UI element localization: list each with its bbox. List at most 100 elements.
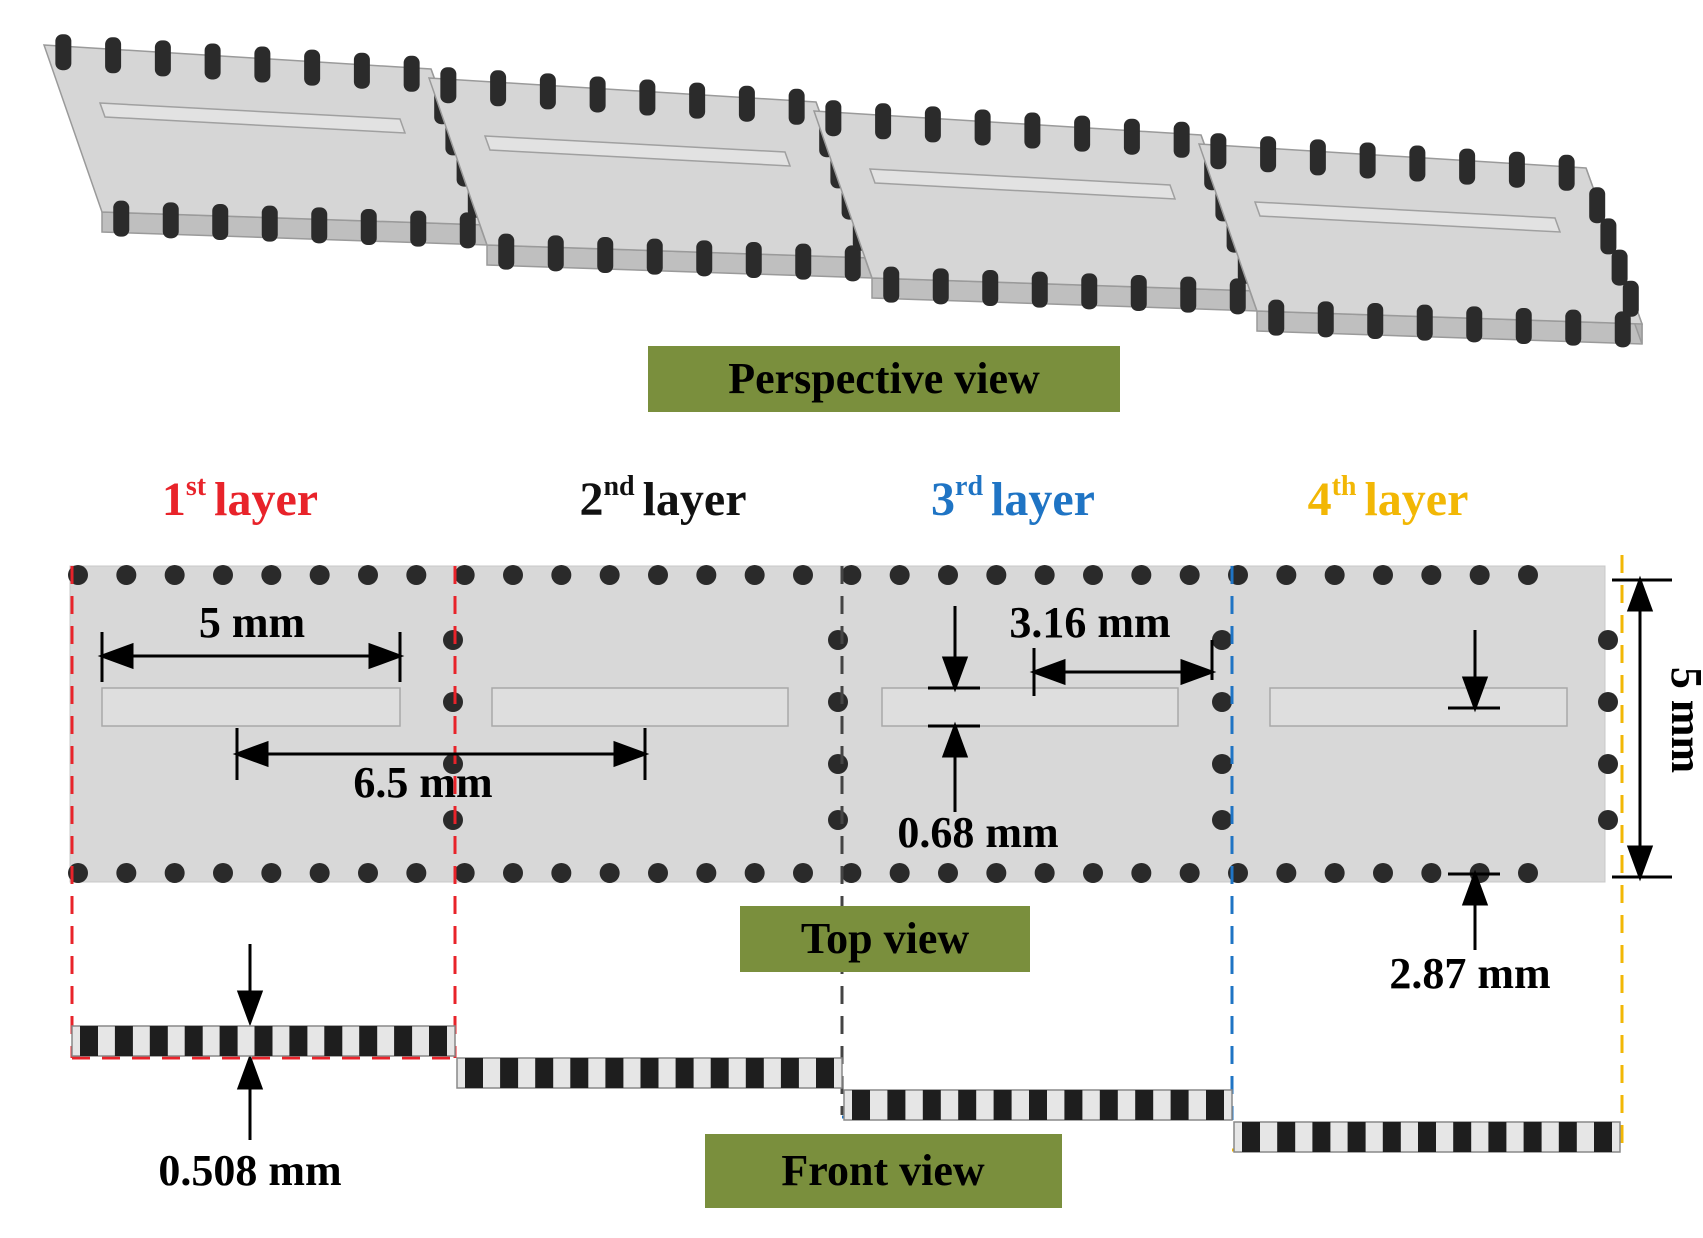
front-view-via (359, 1026, 378, 1056)
perspective-via-top (1508, 151, 1525, 188)
perspective-via-bottom (1466, 306, 1483, 343)
front-view-via (1242, 1122, 1260, 1152)
front-view-via (605, 1058, 624, 1088)
perspective-via-top (440, 67, 457, 104)
perspective-via-bottom (795, 243, 812, 280)
front-view-via (184, 1026, 203, 1056)
top-view-text: Top view (801, 914, 970, 963)
perspective-via-bottom (1416, 304, 1433, 341)
front-view-via (289, 1026, 308, 1056)
perspective-via-top (825, 100, 842, 137)
top-view-via (744, 863, 765, 883)
top-view-via (696, 565, 717, 585)
top-view-via (648, 863, 668, 883)
top-view-via (116, 863, 137, 883)
offset-head-left (1029, 658, 1066, 686)
front-view-layer-4 (1233, 1121, 1621, 1153)
top-view-via (599, 863, 620, 883)
top-view-via (261, 863, 282, 883)
top-view-via (889, 863, 910, 883)
front-view-layer-1 (71, 1025, 456, 1057)
perspective-via-bottom (1268, 299, 1285, 336)
perspective-via-bottom (113, 200, 130, 237)
pitch-text: 6.5 mm (353, 758, 492, 807)
perspective-via-bottom (162, 202, 179, 239)
front-view-text: Front view (781, 1146, 984, 1195)
top-view-via (503, 565, 523, 585)
top-view-via (213, 863, 233, 883)
front-view-via (219, 1026, 238, 1056)
top-view-via (1598, 692, 1618, 712)
perspective-via-top (1173, 121, 1190, 158)
top-view-via (1421, 565, 1442, 585)
front-view-via (1453, 1122, 1472, 1152)
perspective-via-top (1309, 139, 1326, 176)
top-view-via (1212, 692, 1232, 712)
board-width-head-bottom (1626, 845, 1654, 882)
front-view-via (1029, 1090, 1047, 1120)
perspective-slot (483, 135, 792, 167)
front-view-via (254, 1026, 273, 1056)
perspective-view-label: Perspective view (648, 346, 1120, 412)
top-view-via (358, 863, 378, 883)
perspective-via-top (403, 55, 420, 92)
front-view-via (816, 1058, 834, 1088)
front-view-via (80, 1026, 98, 1056)
top-view-via (599, 565, 620, 585)
slot-position-head-top (1461, 676, 1489, 713)
perspective-via-bottom (597, 236, 614, 273)
front-view-via (1418, 1122, 1436, 1152)
dimension-annotations (97, 575, 1672, 1140)
perspective-via-top (204, 43, 221, 80)
top-view-via (164, 565, 185, 585)
top-view-via (164, 863, 185, 883)
top-view-via (213, 565, 233, 585)
perspective-via-top (589, 76, 606, 113)
top-view-via (1518, 565, 1538, 585)
thickness-text: 0.508 mm (158, 1146, 341, 1195)
perspective-via-bottom (883, 266, 900, 303)
offset-head-right (1180, 658, 1217, 686)
front-view-via (500, 1058, 519, 1088)
perspective-via-bottom (1317, 301, 1334, 338)
perspective-via-top (55, 34, 72, 71)
perspective-via-bottom (1180, 276, 1197, 313)
front-view-via (1312, 1122, 1331, 1152)
perspective-slot (868, 168, 1177, 200)
offset-text: 3.16 mm (1009, 598, 1170, 647)
front-view-via (1099, 1090, 1118, 1120)
perspective-via-top (1558, 154, 1575, 191)
top-view-via (1179, 863, 1200, 883)
front-view-via (149, 1026, 168, 1056)
front-view-via (1206, 1090, 1224, 1120)
top-view-via (1469, 565, 1490, 585)
perspective-via-top (304, 49, 321, 86)
perspective-via-bottom (646, 238, 663, 275)
top-view-via (406, 863, 427, 883)
front-view-via (1594, 1122, 1612, 1152)
front-view-layer-2 (456, 1057, 843, 1089)
perspective-via-top (490, 70, 507, 107)
front-view-via (324, 1026, 343, 1056)
top-view-via (1598, 630, 1618, 650)
top-view-slots (101, 687, 1568, 727)
top-view-slot (1269, 687, 1568, 727)
perspective-via-top (254, 46, 271, 83)
perspective-via-bottom (696, 240, 713, 277)
top-view-via (828, 692, 848, 712)
front-view-via (887, 1090, 906, 1120)
front-view-via (429, 1026, 447, 1056)
top-view-via (1131, 863, 1152, 883)
perspective-via-top (1024, 112, 1041, 149)
top-view-via (938, 565, 958, 585)
perspective-via-bottom (745, 242, 762, 279)
perspective-via-top (105, 37, 122, 74)
slot-length-head-right (368, 642, 405, 670)
perspective-via-bottom (1229, 278, 1246, 315)
slot-position-text: 2.87 mm (1389, 949, 1550, 998)
perspective-via-side (1611, 249, 1628, 286)
front-view-label: Front view (705, 1134, 1062, 1208)
